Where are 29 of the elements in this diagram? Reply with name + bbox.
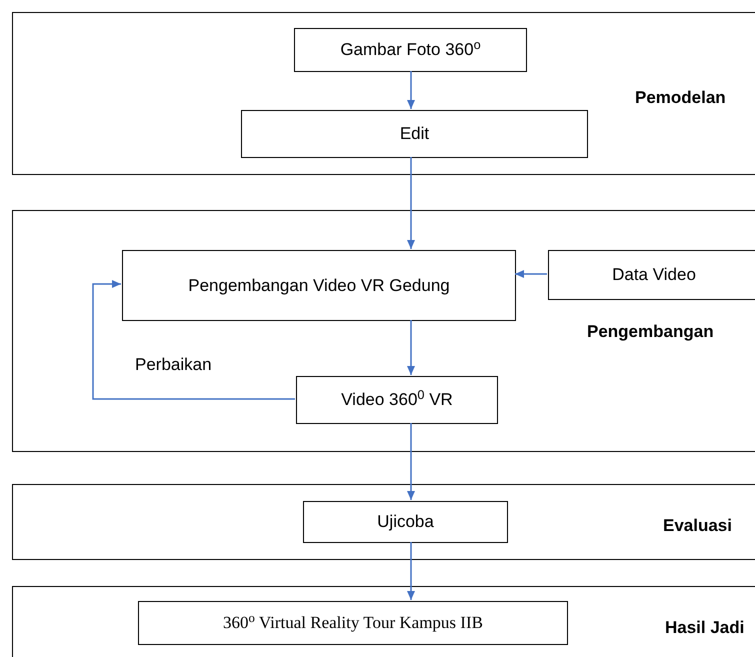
stage-label: Pengembangan bbox=[587, 321, 714, 343]
process-box bbox=[294, 28, 527, 72]
process-box bbox=[138, 601, 568, 645]
arrow bbox=[407, 71, 415, 109]
process-box bbox=[303, 501, 508, 543]
box-text: Pengembangan Video VR Gedung bbox=[188, 274, 450, 296]
stage-label: Evaluasi bbox=[663, 515, 732, 537]
box-text: Edit bbox=[400, 123, 430, 145]
stage-label: Hasil Jadi bbox=[665, 617, 744, 639]
stage-panel bbox=[12, 210, 755, 452]
process-box bbox=[296, 376, 498, 424]
stage-panel bbox=[12, 484, 755, 560]
arrow bbox=[407, 542, 415, 600]
arrow bbox=[407, 320, 415, 375]
box-text: Video 360$^{0}$ VR bbox=[341, 389, 453, 411]
arrow bbox=[92, 280, 295, 400]
process-box bbox=[122, 250, 516, 321]
arrow bbox=[407, 423, 415, 500]
box-text: Ujicoba bbox=[377, 511, 434, 533]
process-box bbox=[548, 250, 755, 300]
box-text: 360$^{o}$ Virtual Reality Tour Kampus IIB bbox=[223, 612, 483, 634]
stage-panel bbox=[12, 586, 755, 657]
stage-panel bbox=[12, 12, 755, 175]
box-text: Gambar Foto 360$^{o}$ bbox=[340, 39, 481, 61]
arrow bbox=[407, 157, 415, 249]
stage-label: Pemodelan bbox=[635, 87, 726, 109]
box-text: Data Video bbox=[612, 264, 696, 286]
arrow bbox=[515, 270, 547, 278]
process-box bbox=[241, 110, 588, 158]
